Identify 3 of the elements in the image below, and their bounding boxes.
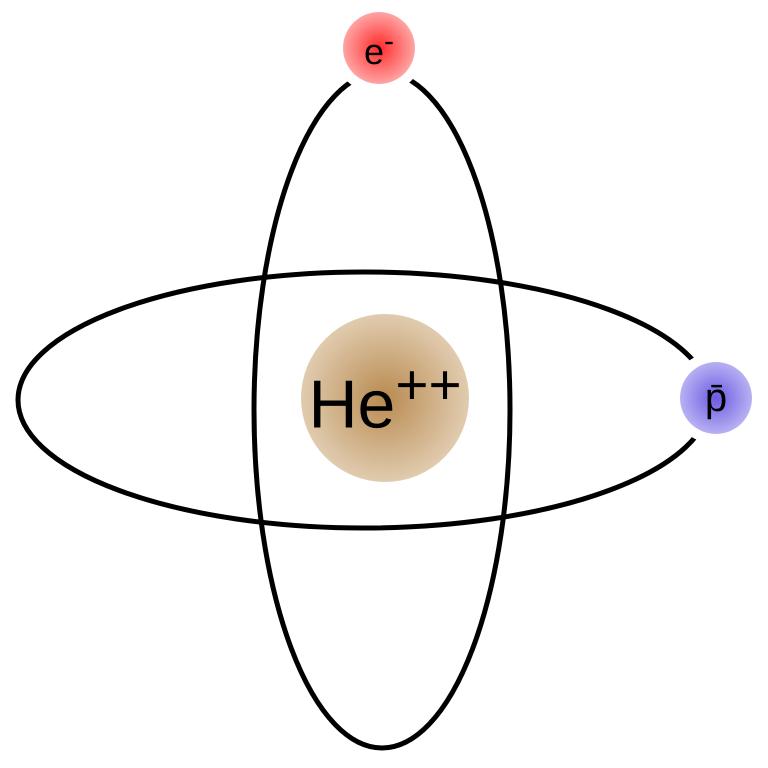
particle-symbol: p̄ (704, 378, 728, 418)
particle-symbol: He$^{++}$ (308, 358, 462, 438)
particle-symbol: e$^{-}$ (364, 26, 394, 70)
